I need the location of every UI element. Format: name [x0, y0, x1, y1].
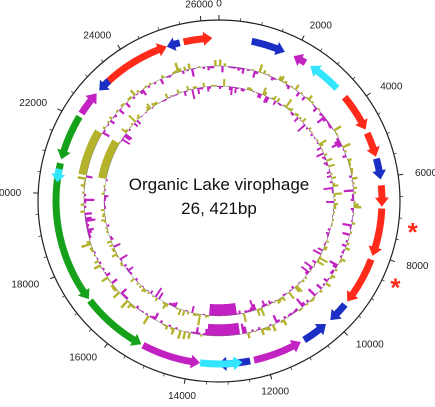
gene-arrow-red — [342, 95, 368, 130]
star-marker: * — [408, 217, 419, 247]
tick-label: 6000 — [415, 168, 435, 179]
gene-arrow-red — [347, 258, 374, 301]
tick-label: 0 — [216, 0, 222, 10]
gene-arrow-magenta — [253, 340, 301, 364]
tick-label: 18000 — [11, 279, 39, 290]
minor-tick — [42, 150, 45, 151]
gene-arrow-magenta — [141, 342, 200, 368]
tick-label: 8000 — [406, 261, 429, 272]
major-tick — [270, 375, 271, 380]
minor-tick — [75, 313, 77, 315]
gene-arrow-magenta — [79, 93, 97, 115]
genome-name: Organic Lake virophage — [129, 175, 310, 194]
minor-tick — [249, 379, 250, 382]
minor-tick — [337, 62, 339, 64]
gene-arrow-red — [375, 185, 389, 207]
major-tick — [398, 174, 403, 175]
major-tick — [344, 332, 347, 336]
major-tick — [184, 379, 185, 384]
gene-arrow-red — [183, 32, 213, 46]
gene-arrow-cyan — [200, 356, 243, 370]
minor-tick — [371, 299, 374, 301]
tick-label: 4000 — [380, 82, 403, 93]
minor-tick — [163, 374, 164, 377]
minor-tick — [143, 366, 144, 369]
tick-label: 10000 — [356, 340, 384, 351]
major-tick — [390, 260, 395, 262]
major-tick — [104, 344, 107, 348]
minor-tick — [353, 77, 355, 79]
minor-tick — [378, 113, 381, 114]
minor-tick — [282, 29, 283, 32]
minor-tick — [44, 257, 47, 258]
minor-tick — [359, 316, 361, 318]
gene-arrow-blue — [167, 37, 181, 50]
gene-arrow-blue — [251, 38, 285, 55]
tick-label: 22000 — [19, 98, 47, 109]
gene-arrow-blue — [330, 302, 347, 320]
gene-arrow-red — [369, 208, 386, 256]
minor-tick — [89, 329, 91, 331]
minor-tick — [138, 36, 139, 39]
gene-arrow-blue — [372, 158, 386, 180]
minor-tick — [310, 358, 312, 361]
minor-tick — [50, 129, 53, 130]
minor-tick — [291, 367, 292, 370]
gene-arrow-red — [364, 132, 380, 157]
gene-arrow-magenta — [294, 54, 308, 66]
tick-label: 24000 — [83, 30, 111, 41]
minor-tick — [382, 280, 385, 281]
genome-size: 26, 421bp — [181, 199, 257, 218]
minor-tick — [158, 27, 159, 30]
tick-label: 12000 — [261, 386, 289, 397]
minor-tick — [101, 60, 103, 62]
star-marker: * — [390, 272, 401, 302]
tick-label: 16000 — [69, 353, 97, 364]
minor-tick — [124, 356, 126, 359]
minor-tick — [320, 49, 322, 51]
star-markers: ** — [390, 217, 418, 302]
major-tick — [50, 277, 55, 279]
major-tick — [366, 93, 370, 96]
tick-label: 2000 — [310, 20, 333, 31]
gene-arrow-red — [104, 43, 167, 86]
gene-arrow-green — [57, 115, 82, 159]
minor-tick — [71, 91, 73, 93]
minor-tick — [328, 346, 330, 348]
tick-label: 26000 — [185, 0, 213, 10]
major-tick — [302, 36, 304, 40]
major-tick — [58, 109, 62, 111]
gene-arrow-cyan — [310, 66, 339, 91]
tick-label: 20000 — [0, 188, 22, 199]
gene-arrow-cyan — [51, 168, 65, 182]
tick-label: 14000 — [168, 391, 196, 402]
gene-arrow-blue — [302, 324, 326, 343]
minor-tick — [62, 296, 65, 298]
major-tick — [118, 45, 121, 49]
minor-tick — [85, 75, 87, 77]
